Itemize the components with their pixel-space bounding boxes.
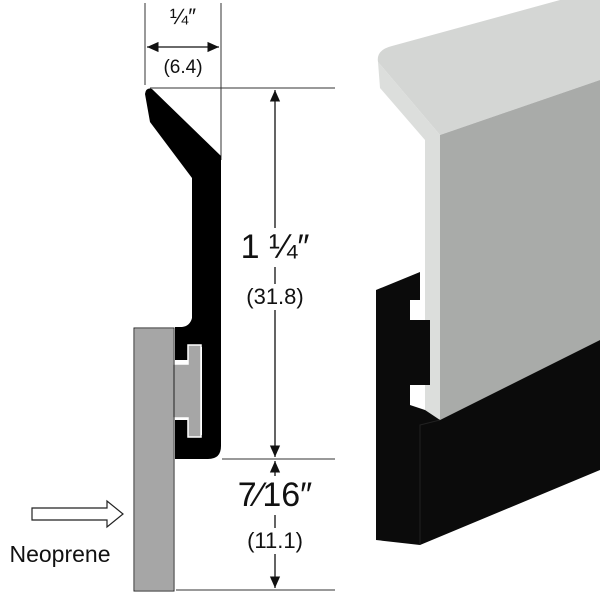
neoprene-label: Neoprene [9,541,111,568]
extension-lines [144,3,335,591]
aluminum-profile-section [145,88,221,460]
insert-imperial-label: 7⁄16″ [237,476,313,515]
insert-metric-label: (11.1) [247,528,303,554]
neoprene-callout-arrow [31,499,124,529]
width-metric-label: (6.4) [163,57,203,79]
height-imperial-label: 1 ¼″ [240,228,310,267]
width-imperial-label: ¼″ [169,4,197,30]
height-metric-label: (31.8) [246,284,304,310]
neoprene-insert-section [133,327,202,592]
product-render [376,0,600,545]
